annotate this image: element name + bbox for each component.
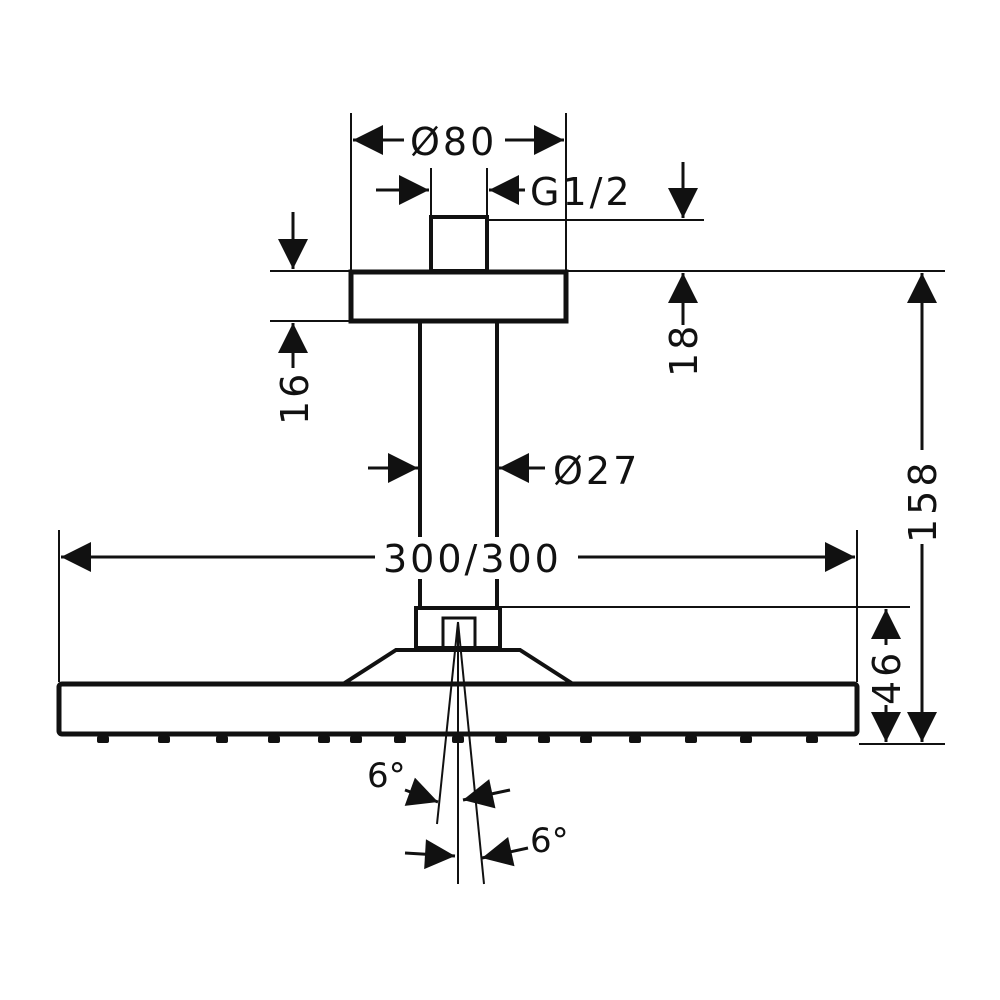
label-pipe-diameter: Ø27	[553, 449, 640, 493]
nozzle	[580, 736, 592, 743]
ceiling-mount	[348, 269, 569, 324]
label-thread: G1/2	[530, 170, 633, 214]
label-head-height: 46	[865, 649, 909, 705]
thread-connector	[429, 215, 489, 273]
nozzle	[318, 736, 330, 743]
nozzle	[216, 736, 228, 743]
dim-tilt-left-arrow-2	[462, 779, 511, 809]
dimension-lines	[61, 125, 937, 870]
nozzle	[685, 736, 697, 743]
label-tilt-left: 6°	[367, 756, 406, 796]
tilt-line-left	[436, 621, 459, 825]
label-head-width: 300/300	[383, 537, 562, 581]
label-mount-height: 18	[662, 323, 706, 377]
dim-tilt-right-arrow-2	[481, 836, 529, 867]
label-tilt-right: 6°	[530, 821, 569, 861]
dim-tilt-right-arrow	[404, 839, 456, 870]
label-total-height: 158	[901, 458, 945, 543]
dim-tilt-left-arrow	[404, 777, 439, 806]
nozzle	[740, 736, 752, 743]
tilt-line-right	[457, 621, 485, 885]
extension-lines	[58, 113, 945, 885]
label-pipe-offset: 16	[273, 371, 317, 425]
nozzle	[806, 736, 818, 743]
label-bg	[378, 537, 576, 579]
nozzle	[268, 736, 280, 743]
label-bg	[903, 450, 943, 544]
nozzle	[495, 736, 507, 743]
nozzle	[629, 736, 641, 743]
nozzles	[97, 736, 818, 743]
label-mount-diameter: Ø80	[410, 120, 497, 164]
nozzle	[394, 736, 406, 743]
label-bg	[404, 118, 504, 162]
dimension-labels: Ø80 G1/2 Ø27 300/300 16 18 158 46 6° 6°	[273, 118, 945, 861]
nozzle	[538, 736, 550, 743]
nozzle	[97, 736, 109, 743]
nozzle	[158, 736, 170, 743]
nozzle	[350, 736, 362, 743]
